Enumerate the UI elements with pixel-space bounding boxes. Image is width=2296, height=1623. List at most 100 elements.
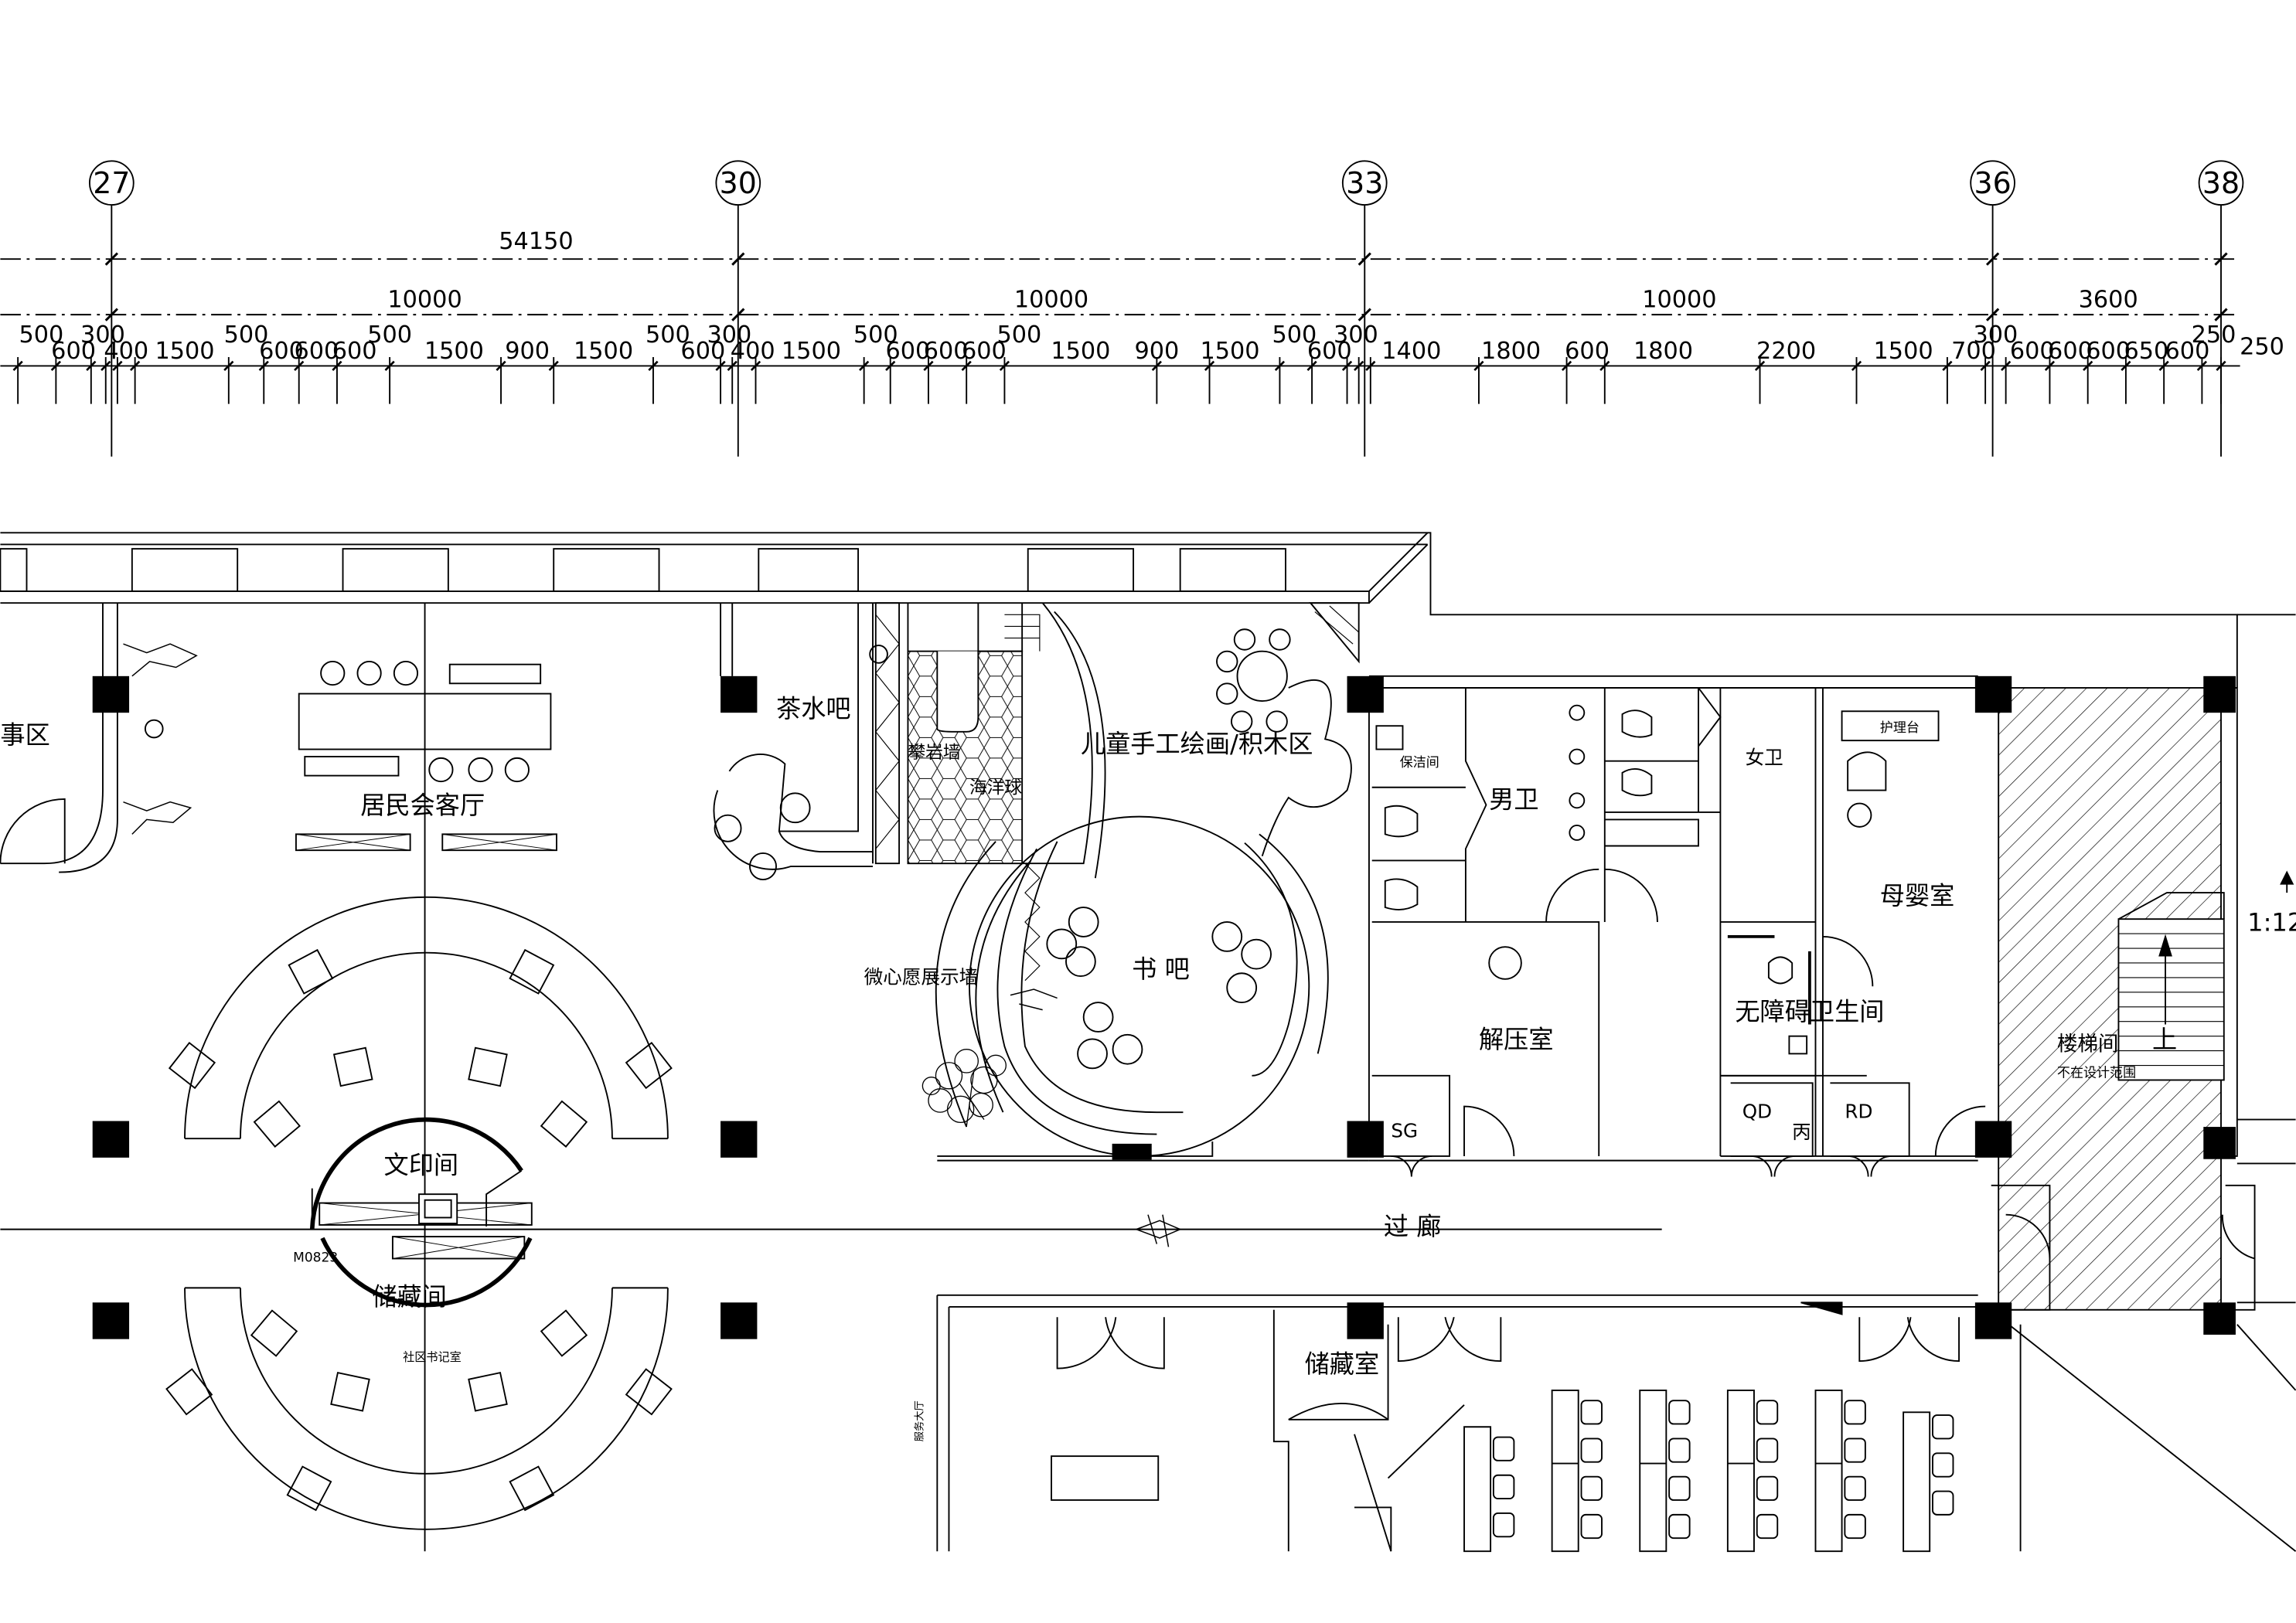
room-stress-room: 解压室 bbox=[1479, 1025, 1554, 1054]
dim-detail-label: 600 bbox=[2010, 338, 2055, 365]
dim-total: 54150 bbox=[499, 228, 573, 255]
kids-play-area bbox=[907, 602, 1106, 879]
dim-detail-label: 2200 bbox=[1756, 338, 1816, 365]
dim-detail-label: 1800 bbox=[1633, 338, 1693, 365]
dim-tick-slash bbox=[2196, 360, 2208, 372]
dim-detail-label: 1800 bbox=[1481, 338, 1541, 365]
dim-tick-slash bbox=[12, 360, 23, 372]
structural-columns bbox=[92, 675, 2236, 1339]
dim-mid-label: 300 bbox=[80, 322, 125, 349]
dim-tick-slash bbox=[885, 360, 896, 372]
dim-mid-label: 250 bbox=[2192, 322, 2236, 349]
dim-detail-label: 600 bbox=[924, 338, 969, 365]
dim-mid-label: 500 bbox=[646, 322, 690, 349]
window-bay-7 bbox=[1179, 548, 1286, 592]
tea-bar-area bbox=[713, 602, 901, 880]
column bbox=[2203, 1302, 2236, 1335]
window-bay-5 bbox=[758, 548, 860, 592]
dim-detail-label: 600 bbox=[1307, 338, 1352, 365]
dim-tick-slash bbox=[2158, 360, 2169, 372]
dim-tick-slash bbox=[2044, 360, 2056, 372]
dim-detail-label: 700 bbox=[1951, 338, 1996, 365]
dim-trailing: 250 bbox=[2240, 333, 2284, 360]
dim-tick-slash bbox=[2216, 360, 2226, 372]
axis-label-38: 38 bbox=[2202, 166, 2240, 200]
dim-bay: 10000 bbox=[1014, 287, 1088, 314]
dim-detail-label: 1500 bbox=[1201, 338, 1260, 365]
dim-bay: 10000 bbox=[387, 287, 462, 314]
axis-labels: 27 30 33 36 38 bbox=[93, 166, 2240, 200]
column bbox=[1347, 1121, 1384, 1158]
tea-bar-fixture bbox=[869, 645, 888, 664]
dim-tick-slash bbox=[223, 360, 234, 372]
dim-mid-label: 500 bbox=[996, 322, 1041, 349]
axis-label-33: 33 bbox=[1346, 166, 1383, 200]
dimension-labels: 54150 10000 10000 10000 3600 250 bbox=[387, 228, 2284, 360]
dim-detail-label: 600 bbox=[2086, 338, 2131, 365]
room-mother-baby: 母婴室 bbox=[1880, 881, 1955, 910]
column bbox=[720, 1302, 758, 1339]
dim-tick-slash bbox=[715, 360, 726, 372]
column bbox=[92, 1302, 130, 1339]
dim-tick-slash bbox=[1754, 360, 1766, 372]
dim-detail-label: 650 bbox=[2124, 338, 2169, 365]
room-accessible-wc: 无障碍卫生间 bbox=[1735, 997, 1884, 1026]
room-janitor: 保洁间 bbox=[1400, 755, 1439, 771]
dim-detail-label: 1500 bbox=[574, 338, 633, 365]
dim-detail-label: 1400 bbox=[1381, 338, 1441, 365]
dim-tick-slash bbox=[258, 360, 269, 372]
room-wish-wall: 微心愿展示墙 bbox=[864, 965, 979, 988]
column bbox=[1347, 675, 1384, 713]
dim-tick-slash bbox=[130, 360, 141, 372]
dim-tick-slash bbox=[923, 360, 934, 372]
dim-mid-label: 500 bbox=[19, 322, 64, 349]
tag-qd: QD bbox=[1742, 1101, 1772, 1123]
central-ring bbox=[184, 896, 669, 1530]
dim-mid-label: 500 bbox=[1272, 322, 1317, 349]
column bbox=[92, 1121, 130, 1158]
book-bar bbox=[935, 815, 1329, 1160]
dim-tick-slash bbox=[548, 360, 559, 372]
window-bay-6 bbox=[1027, 548, 1135, 592]
axis-label-27: 27 bbox=[93, 166, 130, 200]
dim-mid-label: 500 bbox=[367, 322, 412, 349]
room-book-bar: 书 吧 bbox=[1132, 954, 1190, 984]
room-corridor: 过 廊 bbox=[1384, 1212, 1442, 1241]
axis-bubble-38 bbox=[2198, 160, 2244, 206]
dim-detail-label: 1500 bbox=[1874, 338, 1933, 365]
window-bay-2 bbox=[131, 548, 239, 592]
column bbox=[92, 675, 130, 713]
dim-tick-slash bbox=[1365, 360, 1376, 372]
corridor bbox=[937, 1159, 1978, 1247]
room-climbing-wall: 攀岩墙 bbox=[908, 743, 960, 763]
dim-detail-label: 900 bbox=[1134, 338, 1179, 365]
staircase bbox=[1991, 614, 2296, 1552]
west-block bbox=[0, 603, 198, 873]
dim-mid-label: 500 bbox=[224, 322, 269, 349]
changing-table-label: 护理台 bbox=[1880, 720, 1920, 736]
tree-planter bbox=[921, 1049, 1007, 1128]
dim-tick-slash bbox=[727, 360, 738, 372]
dim-detail-label: 600 bbox=[962, 338, 1007, 365]
axis-bubble-27 bbox=[88, 160, 135, 206]
dim-detail-label: 400 bbox=[731, 338, 775, 365]
dimension-lines bbox=[0, 252, 2240, 404]
axis-bubble-36 bbox=[1970, 160, 2015, 206]
south-block bbox=[936, 1294, 1978, 1552]
dim-tick-slash bbox=[1561, 360, 1572, 372]
room-kids-area: 儿童手工绘画/积木区 bbox=[1081, 729, 1313, 758]
dim-tick-slash bbox=[1341, 360, 1353, 372]
dim-detail-label: 1500 bbox=[424, 338, 484, 365]
axis-label-36: 36 bbox=[1974, 166, 2012, 200]
dim-tick-slash bbox=[1354, 360, 1364, 372]
room-living-room: 居民会客厅 bbox=[360, 791, 485, 820]
dim-detail-label: 1500 bbox=[782, 338, 841, 365]
axis-label-30: 30 bbox=[720, 166, 757, 200]
dim-tick-slash bbox=[112, 360, 123, 372]
room-mens-wc: 男卫 bbox=[1489, 784, 1538, 814]
column bbox=[2203, 675, 2236, 713]
dim-tick-slash bbox=[1942, 360, 1953, 372]
dim-tick-slash bbox=[2121, 360, 2131, 372]
room-tea-bar: 茶水吧 bbox=[776, 694, 851, 723]
